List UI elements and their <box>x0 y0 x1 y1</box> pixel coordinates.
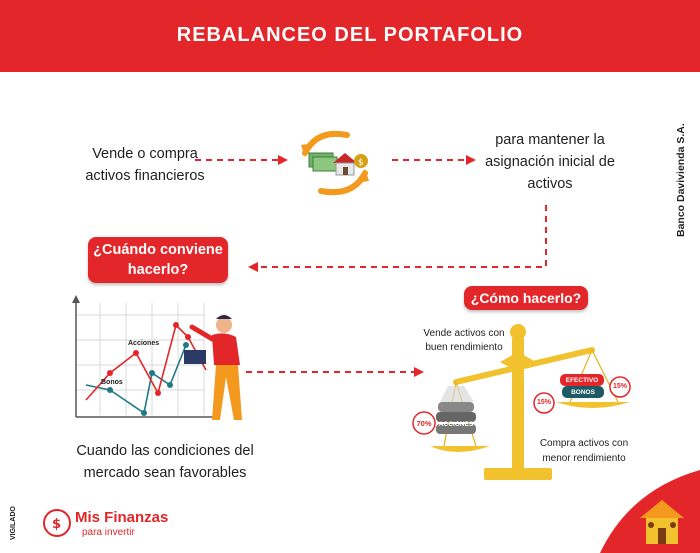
label-efectivo: EFECTIVO <box>565 377 599 384</box>
svg-text:$: $ <box>52 517 61 532</box>
when-answer-line2: mercado sean favorables <box>83 465 247 481</box>
vigilado-label: VIGILADO <box>10 506 17 540</box>
page-title: REBALANCEO DEL PORTAFOLIO <box>176 24 524 46</box>
when-question-line1: ¿Cuándo conviene <box>93 242 223 258</box>
pct-bonos: 15% <box>536 399 551 406</box>
presenter-person <box>184 315 242 420</box>
when-question-badge: ¿Cuándo conviene hacerlo? <box>88 237 228 283</box>
when-answer-line1: Cuando las condiciones del <box>76 443 254 459</box>
footer-logo-sub: para invertir <box>82 527 135 538</box>
chart-label-bonos: Bonos <box>101 379 123 386</box>
pct-left: 70% <box>416 419 432 428</box>
step-left-line2: activos financieros <box>85 168 205 184</box>
buy-line2: menor rendimiento <box>542 453 626 464</box>
how-question-badge: ¿Cómo hacerlo? <box>464 286 588 310</box>
label-bonos-weight: BONOS <box>571 389 595 396</box>
balance-scale-illustration <box>412 324 631 480</box>
buy-text: Compra activos con menor rendimiento <box>536 436 632 466</box>
exchange-cycle-icon: $ <box>301 130 369 196</box>
mis-finanzas-logo-icon: $ <box>43 509 71 537</box>
header-bar <box>0 0 700 72</box>
step-right-line2: asignación inicial de <box>485 154 615 170</box>
step-right-text: para mantener la asignación inicial de a… <box>475 129 625 195</box>
sell-text: Vende activos con buen rendimiento <box>418 327 510 355</box>
step-right-line3: activos <box>527 176 573 192</box>
when-question-line2: hacerlo? <box>127 262 189 278</box>
chart-label-acciones: Acciones <box>128 340 160 347</box>
step-left-text: Vende o compra activos financieros <box>70 143 220 187</box>
market-chart-illustration <box>72 295 242 420</box>
when-answer-text: Cuando las condiciones del mercado sean … <box>70 440 260 484</box>
bank-vertical-label: Banco Davivienda S.A. <box>675 123 687 237</box>
corner-davivienda-logo <box>600 470 700 553</box>
sell-line1: Vende activos con <box>423 328 505 339</box>
pct-efectivo: 15% <box>612 383 627 390</box>
buy-line1: Compra activos con <box>539 438 629 449</box>
footer-logo-main: Mis Finanzas <box>75 509 169 526</box>
svg-text:$: $ <box>358 158 364 168</box>
label-acciones-weight: ACCIONES <box>438 421 474 428</box>
step-right-line1: para mantener la <box>495 132 605 148</box>
sell-line2: buen rendimiento <box>425 342 503 353</box>
step-left-line1: Vende o compra <box>92 146 198 162</box>
